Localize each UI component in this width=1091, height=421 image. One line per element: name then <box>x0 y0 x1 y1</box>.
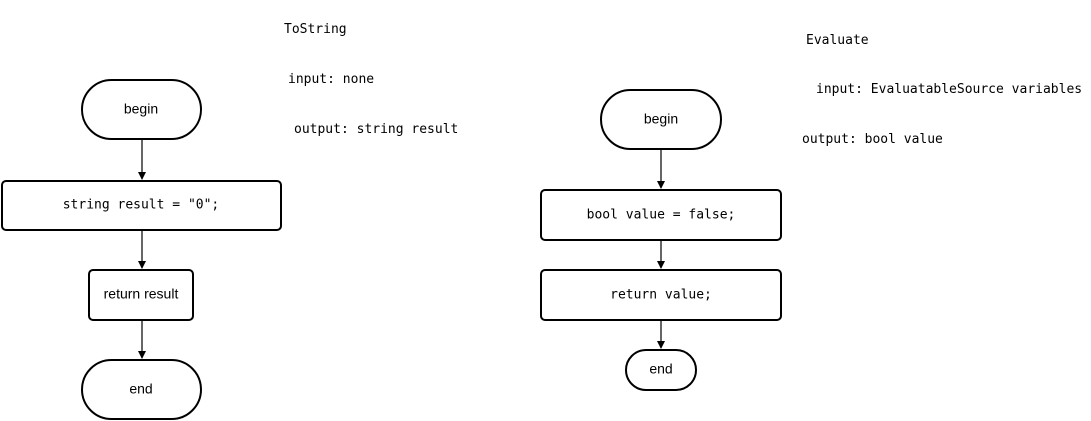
left-step2-label: return result <box>104 286 179 302</box>
left-input-note: input: none <box>288 72 375 87</box>
right-output-note: output: bool value <box>802 132 943 147</box>
left-step1-node[interactable]: string result = "0"; <box>1 180 282 231</box>
right-begin-node[interactable]: begin <box>600 89 722 150</box>
right-step2-label: return value; <box>610 288 712 303</box>
left-flowchart: begin string result = "0"; return result… <box>1 79 282 420</box>
left-step1-label: string result = "0"; <box>63 198 220 213</box>
left-output-note: output: string result <box>294 122 459 137</box>
right-step1-label: bool value = false; <box>587 208 736 223</box>
right-input-note: input: EvaluatableSource variables <box>816 82 1083 97</box>
left-end-node[interactable]: end <box>81 359 202 420</box>
right-step1-node[interactable]: bool value = false; <box>540 189 782 241</box>
left-end-label: end <box>129 381 152 397</box>
right-end-label: end <box>649 361 672 377</box>
right-begin-label: begin <box>644 111 678 127</box>
right-end-node[interactable]: end <box>625 349 697 391</box>
left-step2-node[interactable]: return result <box>88 269 194 321</box>
right-flowchart: begin bool value = false; return value; … <box>540 89 782 391</box>
right-function-title: Evaluate <box>806 33 869 48</box>
right-step2-node[interactable]: return value; <box>540 269 782 321</box>
left-begin-node[interactable]: begin <box>81 79 202 140</box>
left-function-title: ToString <box>284 22 347 37</box>
left-begin-label: begin <box>124 101 158 117</box>
